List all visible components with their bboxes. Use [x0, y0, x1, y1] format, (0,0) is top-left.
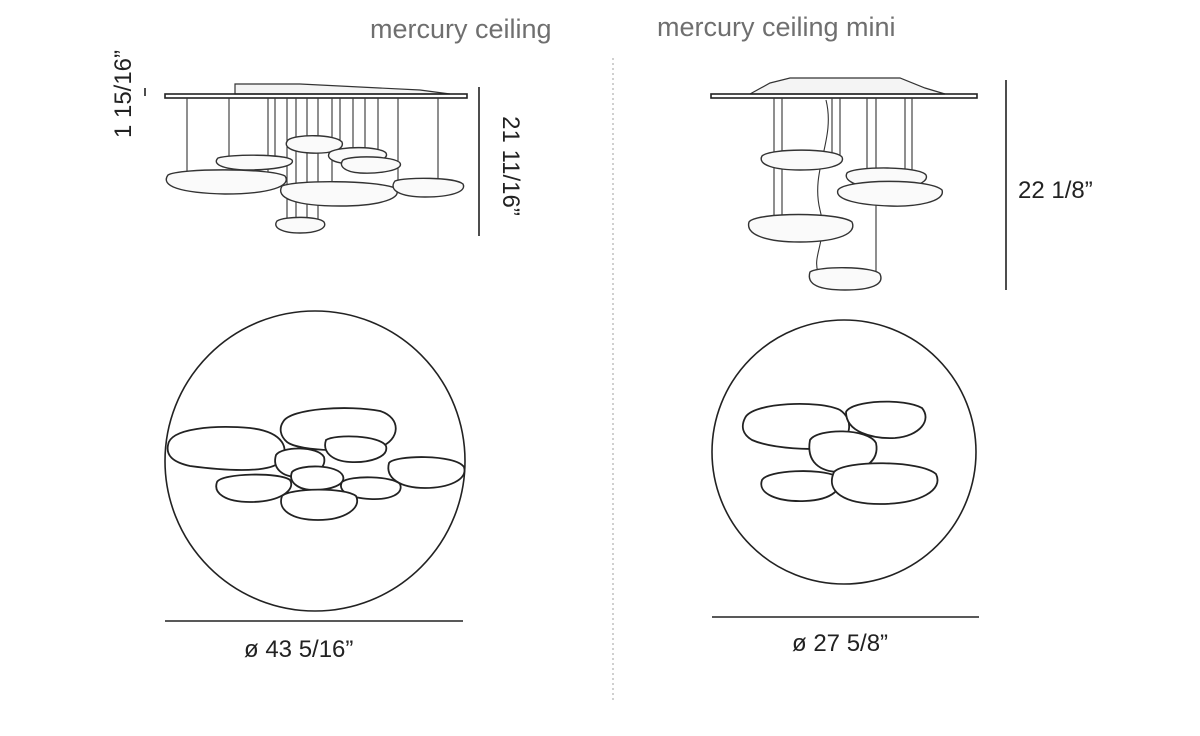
mercury-ceiling-top-view — [164, 310, 466, 622]
diameter-label-right: ø 27 5/8” — [792, 630, 889, 657]
diameter-label-left: ø 43 5/16” — [244, 636, 354, 663]
product-title-right: mercury ceiling mini — [657, 12, 896, 42]
mercury-ceiling-side-view — [144, 83, 480, 236]
mini-canopy-plate — [710, 93, 978, 99]
total-height-label: 21 11/16” — [497, 116, 524, 216]
mercury-ceiling-mini-top-view — [711, 319, 979, 618]
product-title-left: mercury ceiling — [370, 14, 552, 44]
canopy-top — [234, 83, 451, 95]
mini-outline-circle — [711, 319, 977, 585]
mercury-ceiling-mini-side-view — [710, 77, 1007, 291]
mini-total-height-label: 22 1/8” — [1018, 177, 1093, 204]
canopy-height-label: 1 15/16” — [110, 49, 137, 139]
mini-canopy-top — [749, 77, 946, 95]
canopy-plate — [164, 93, 468, 99]
outline-circle — [164, 310, 466, 612]
